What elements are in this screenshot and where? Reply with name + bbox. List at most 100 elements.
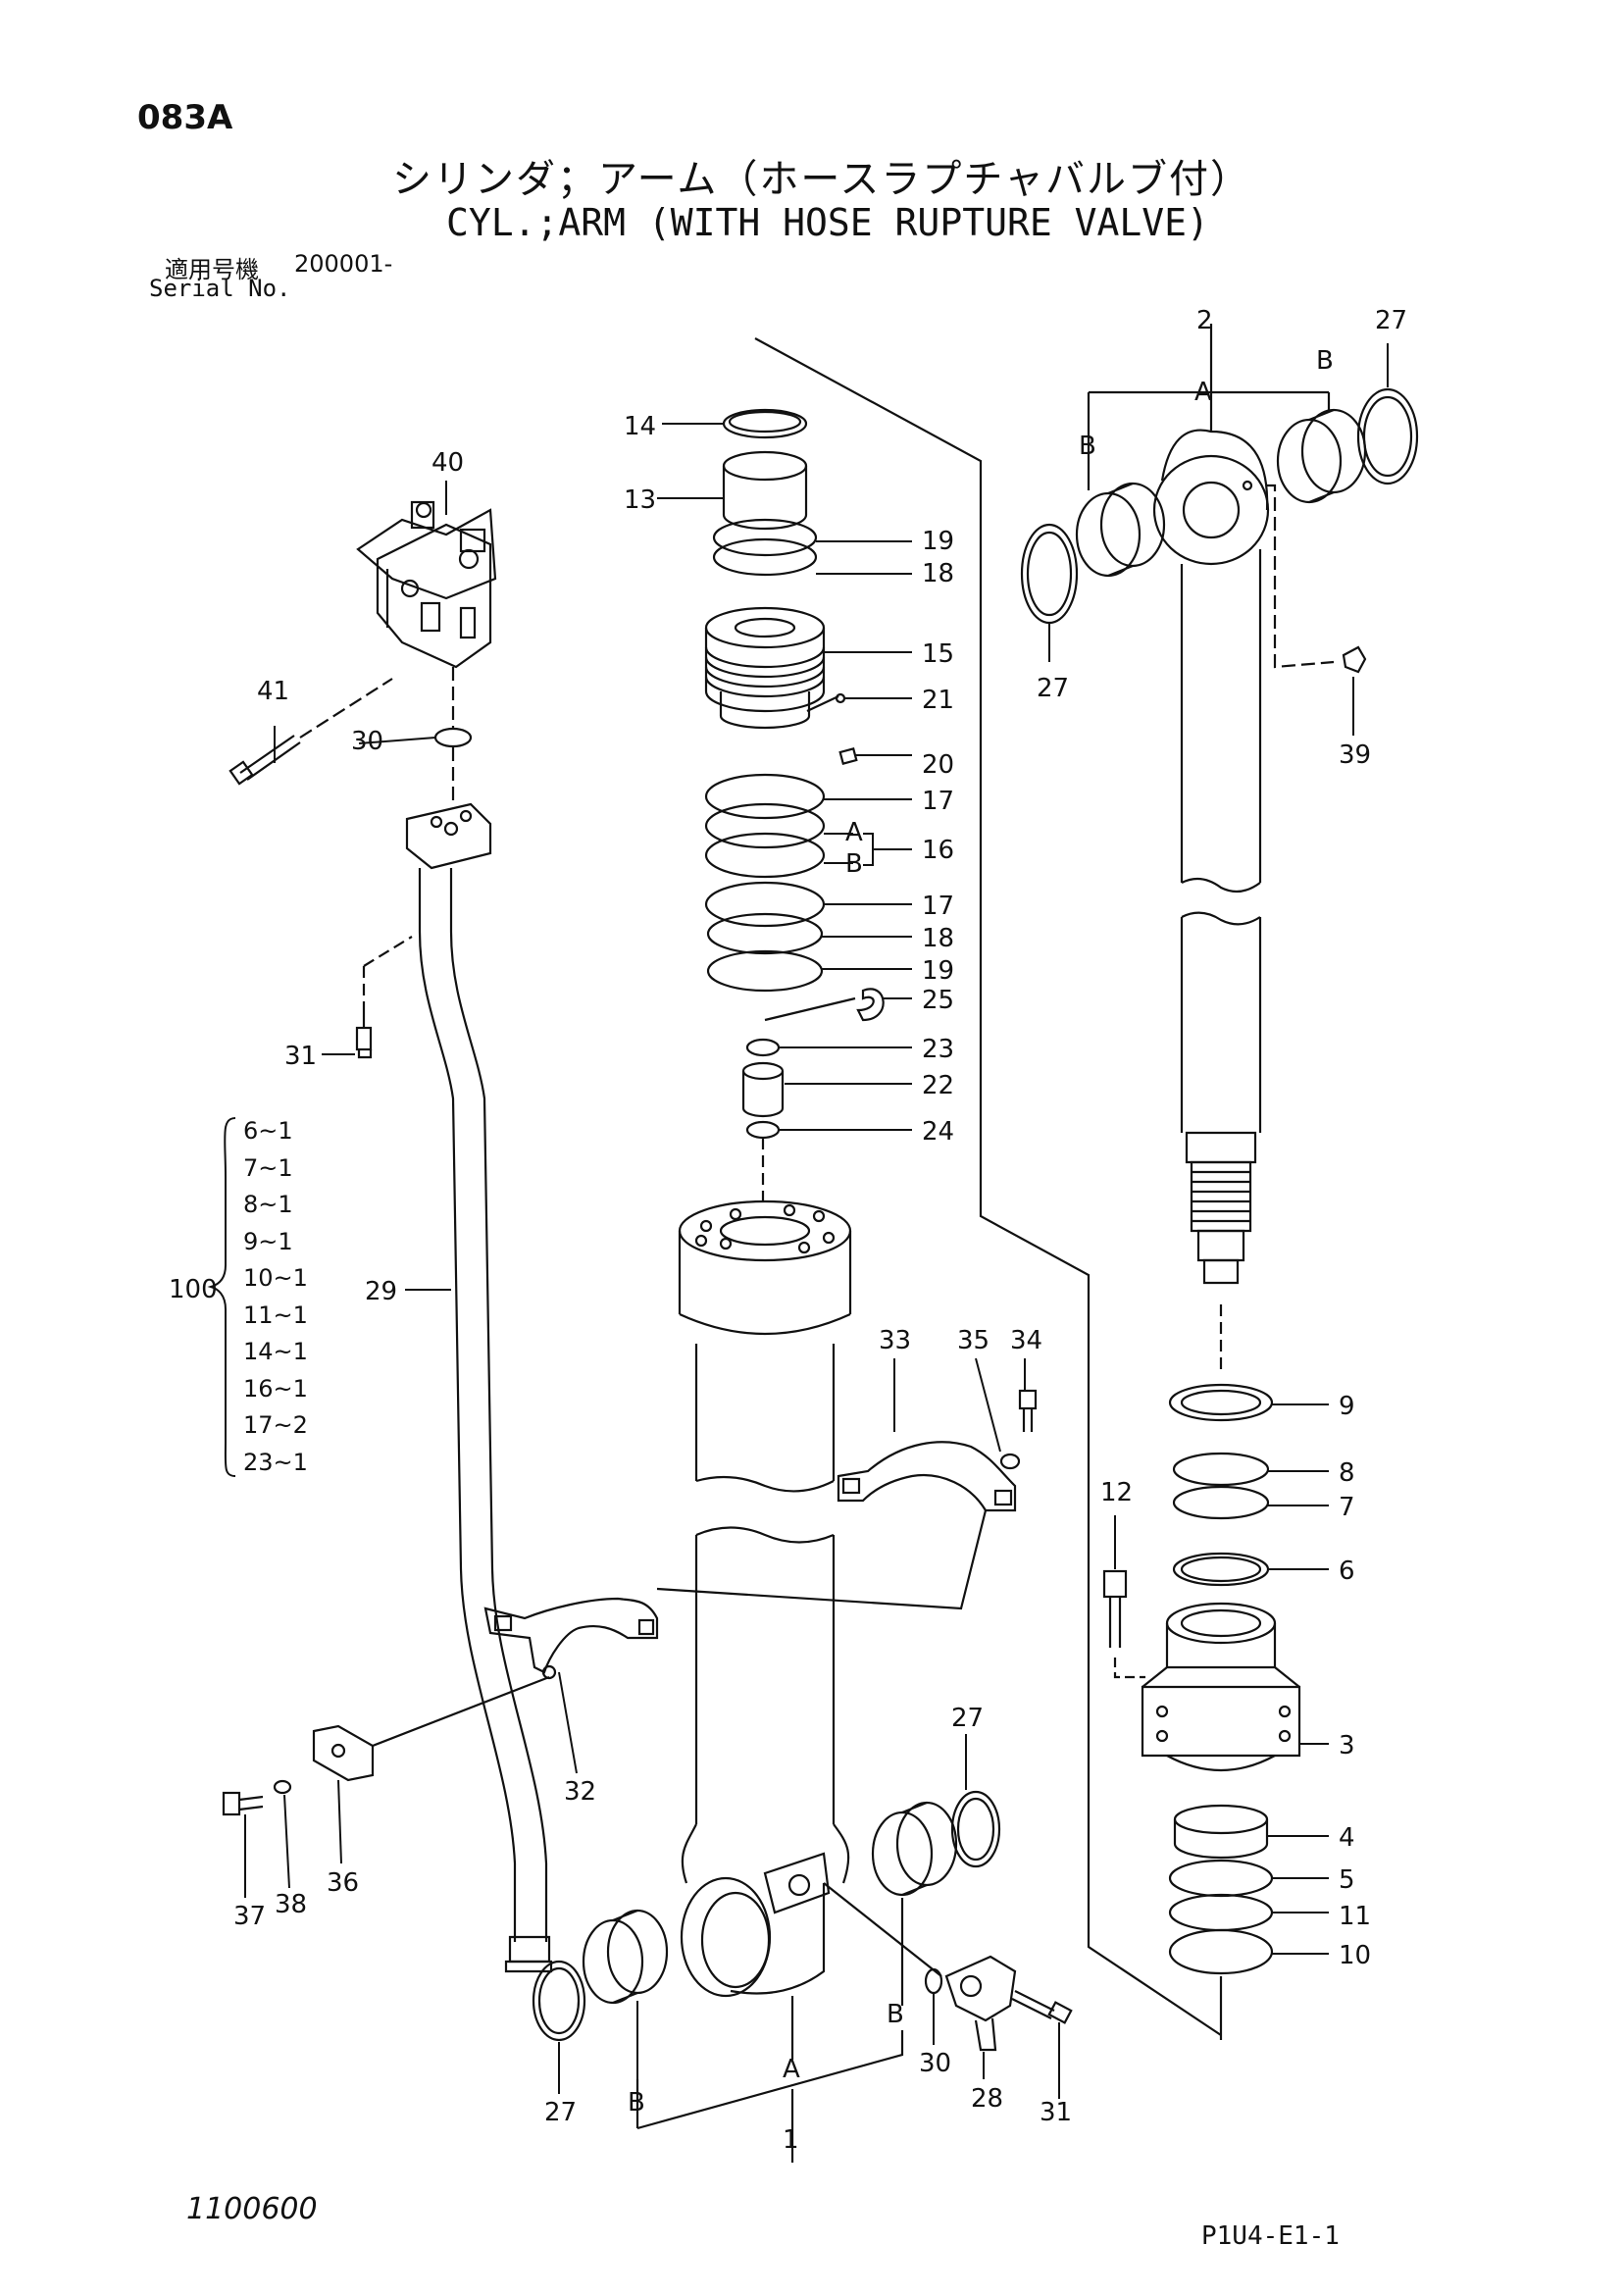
bolt-12 [1102,1569,1145,1679]
label-27a: 27 [1375,306,1407,335]
label-3: 3 [1339,1731,1355,1760]
kit-item: 11~1 [243,1301,308,1329]
label-B5: B [887,2000,904,2029]
bolt-34 [1018,1389,1038,1432]
label-31a: 31 [284,1042,317,1071]
label-19a: 19 [922,527,954,556]
seal-9 [1168,1383,1274,1422]
title-japanese: シリンダ；アーム（ホースラプチャバルブ付） [392,157,1251,202]
kit-item: 23~1 [243,1448,308,1476]
label-10: 10 [1339,1941,1371,1970]
page-code: 083A [137,98,233,137]
hose-rupture-valve [356,500,497,669]
label-40: 40 [431,448,464,478]
label-20: 20 [922,750,954,780]
piston-15 [704,606,826,730]
label-B4: B [628,2088,645,2117]
label-5: 5 [1339,1865,1355,1895]
sheet-code: P1U4-E1-1 [1201,2221,1340,2251]
serial-label-japanese: 適用号機 [165,256,259,283]
label-17b: 17 [922,892,954,921]
label-30b: 30 [919,2049,951,2078]
rod-cover-3 [1141,1602,1301,1771]
ring-23 [745,1038,781,1057]
ring-17a [704,773,826,820]
ring-7 [1172,1485,1270,1520]
washer-35 [999,1453,1021,1470]
label-22: 22 [922,1071,954,1100]
label-B2: B [1316,346,1334,376]
ring-16a [704,802,826,849]
label-14: 14 [624,412,656,441]
ring-11 [1168,1893,1274,1932]
label-9: 9 [1339,1392,1355,1421]
title-english: CYL.;ARM (WITH HOSE RUPTURE VALVE) [446,201,1209,244]
screw-20 [838,747,858,765]
drawing-number: 1100600 [186,2192,318,2226]
label-8: 8 [1339,1458,1355,1488]
ring-14 [722,408,808,439]
label-21: 21 [922,686,954,715]
washer-38 [273,1779,292,1795]
label-18b: 18 [922,924,954,953]
grease-fitting-39 [1342,645,1367,674]
label-37: 37 [233,1902,266,1931]
ring-24 [745,1120,781,1140]
kit-item: 10~1 [243,1264,308,1292]
label-34: 34 [1010,1326,1042,1355]
label-B3: B [1079,432,1096,461]
clamp-33 [837,1441,1017,1512]
label-13: 13 [624,485,656,515]
ring-10 [1168,1928,1274,1975]
kit-id: 100 [169,1275,218,1304]
ring-18b [706,912,824,955]
ball-21 [835,692,846,704]
bolt-37 [222,1791,264,1816]
label-32: 32 [564,1777,596,1807]
label-A2: A [1194,378,1212,407]
label-27d: 27 [544,2098,577,2127]
label-7: 7 [1339,1493,1355,1522]
bolt-31-upper [355,936,413,1059]
serial-value: 200001- [294,250,393,278]
kit-item: 14~1 [243,1338,308,1365]
bolt-41 [228,678,393,786]
bushing-4 [1173,1804,1269,1860]
label-16: 16 [922,836,954,865]
cylinder-tube-1 [678,1199,852,1998]
seal-kit-list: 6~1 7~1 8~1 9~1 10~1 11~1 14~1 16~1 17~2… [243,1113,308,1481]
label-24: 24 [922,1117,954,1147]
label-31b: 31 [1040,2098,1072,2127]
bushing-13 [722,450,808,531]
label-15: 15 [922,639,954,669]
label-27b: 27 [1037,674,1069,703]
bolt-31-lower [1011,1990,1073,2024]
label-25: 25 [922,986,954,1015]
lower-bushings [532,1790,1001,2042]
serial-label-english: Serial No. [149,275,291,302]
clamp-32 [483,1597,659,1680]
kit-item: 9~1 [243,1227,293,1255]
label-11: 11 [1339,1902,1371,1931]
ring-8 [1172,1452,1270,1487]
kit-item: 7~1 [243,1153,293,1182]
label-36: 36 [327,1868,359,1898]
block-36 [312,1724,375,1782]
label-19b: 19 [922,956,954,986]
label-A1: A [845,818,863,847]
label-29: 29 [365,1277,397,1306]
kit-item: 6~1 [243,1117,293,1145]
kit-item: 8~1 [243,1191,293,1218]
ring-16b [704,832,826,879]
label-28: 28 [971,2084,1003,2114]
ring-19b [706,949,824,993]
label-23: 23 [922,1035,954,1064]
kit-item: 16~1 [243,1374,308,1403]
ring-5 [1168,1859,1274,1898]
fitting-28 [944,1955,1017,2052]
label-33: 33 [879,1326,911,1355]
label-12: 12 [1100,1478,1133,1507]
kit-item: 17~2 [243,1411,308,1439]
label-18a: 18 [922,559,954,588]
